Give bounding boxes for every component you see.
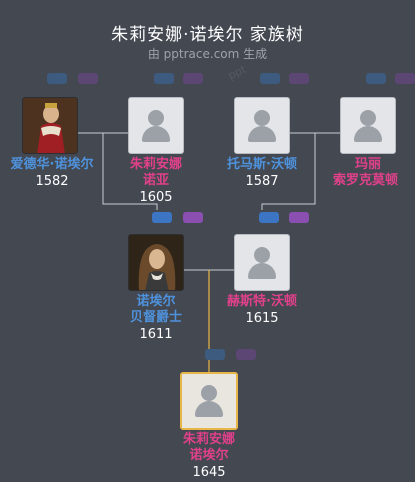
- descent-line-paternal: [102, 133, 158, 210]
- person-year: 1611: [139, 327, 173, 342]
- link-tag-purple[interactable]: [78, 73, 98, 84]
- link-tag-purple[interactable]: [395, 73, 415, 84]
- person-card-edward[interactable]: [22, 97, 78, 154]
- page-title: 朱莉安娜·诺埃尔 家族树: [111, 25, 304, 45]
- person-card-julianne-focus[interactable]: [180, 372, 238, 430]
- avatar-placeholder-icon: [254, 246, 270, 263]
- link-tag-blue[interactable]: [259, 212, 279, 223]
- person-name: 玛丽: [354, 157, 381, 172]
- person-name: 赫斯特·沃顿: [227, 294, 297, 309]
- link-tag-blue[interactable]: [154, 73, 174, 84]
- avatar-placeholder-icon: [254, 109, 270, 126]
- link-tag-blue[interactable]: [47, 73, 67, 84]
- link-tag-blue[interactable]: [366, 73, 386, 84]
- person-name: 诺埃尔: [189, 448, 229, 463]
- portrait-photo: [23, 98, 77, 153]
- avatar-placeholder-icon: [360, 109, 376, 126]
- descent-line-maternal: [261, 133, 316, 210]
- person-year: 1605: [139, 190, 173, 205]
- person-name: 诺亚: [142, 173, 169, 188]
- link-tag-purple[interactable]: [183, 73, 203, 84]
- person-year: 1587: [245, 174, 279, 189]
- link-tag-purple[interactable]: [236, 349, 256, 360]
- link-tag-purple[interactable]: [289, 212, 309, 223]
- person-card-thomas[interactable]: [234, 97, 290, 154]
- person-card-hester[interactable]: [234, 234, 290, 291]
- link-tag-blue[interactable]: [260, 73, 280, 84]
- link-tag-blue[interactable]: [152, 212, 172, 223]
- person-card-julianne-noah[interactable]: [128, 97, 184, 154]
- person-name: 朱莉安娜: [129, 157, 182, 172]
- person-year: 1615: [245, 311, 279, 326]
- page-subtitle: 由 pptrace.com 生成: [147, 47, 268, 61]
- person-card-mary[interactable]: [340, 97, 396, 154]
- person-name: 朱莉安娜: [182, 432, 235, 447]
- person-name: 托马斯·沃顿: [227, 157, 297, 172]
- portrait-photo: [129, 235, 183, 290]
- link-tag-purple[interactable]: [183, 212, 203, 223]
- person-name: 索罗克莫顿: [332, 173, 398, 188]
- person-card-noel[interactable]: [128, 234, 184, 291]
- link-tag-purple[interactable]: [289, 73, 309, 84]
- person-name: 爱德华·诺埃尔: [10, 157, 94, 172]
- person-year: 1582: [35, 174, 69, 189]
- person-name: 诺埃尔: [136, 294, 176, 309]
- link-tag-blue[interactable]: [205, 349, 225, 360]
- person-name: 贝督爵士: [129, 310, 182, 325]
- avatar-placeholder-icon: [148, 109, 164, 126]
- person-year: 1645: [192, 465, 226, 480]
- avatar-placeholder-icon: [201, 385, 217, 402]
